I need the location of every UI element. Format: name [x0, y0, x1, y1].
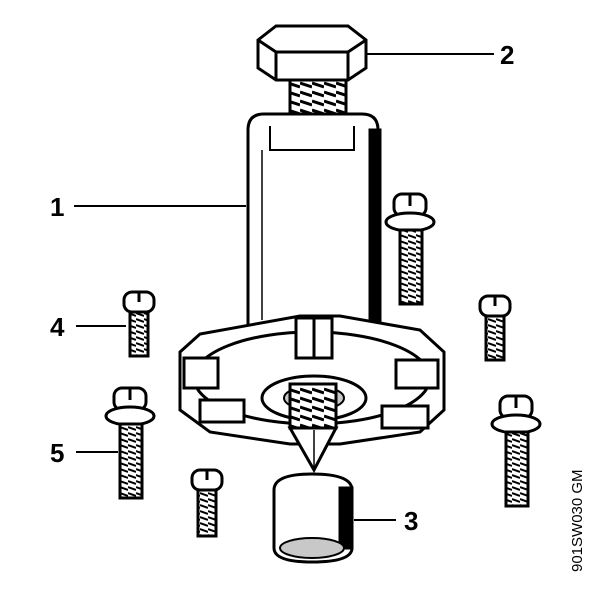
callout-5: 5 [50, 438, 64, 468]
leader-lines [74, 53, 494, 521]
washer-screw-top-right [384, 192, 436, 306]
callout-1: 1 [50, 192, 64, 222]
slotted-screw-left [122, 290, 156, 358]
slotted-screw-right [478, 294, 512, 362]
washer-screw-left [104, 386, 156, 500]
washer-screw-bottom-right [490, 394, 542, 508]
callout-3: 3 [404, 506, 418, 536]
figure-code: 901SW030 GM [569, 469, 586, 572]
hex-bolt [256, 24, 368, 118]
spindle-point [287, 382, 339, 474]
callout-4: 4 [50, 312, 65, 342]
tool-body [246, 112, 382, 332]
pressure-sleeve [272, 472, 354, 564]
callout-2: 2 [500, 40, 514, 70]
slotted-screw-bottom [190, 468, 224, 538]
